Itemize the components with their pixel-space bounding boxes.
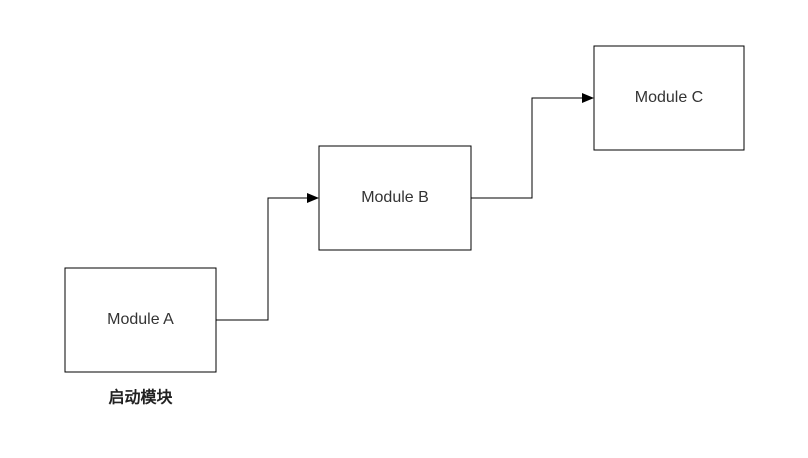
module-a-box [64, 267, 217, 373]
module-c-box [593, 45, 745, 151]
module-c-label: Module C [635, 89, 703, 106]
connector-b-to-c [471, 93, 594, 199]
module-a-label: Module A [107, 311, 174, 328]
startup-module-caption: 启动模块 [108, 388, 173, 407]
module-c-node[interactable]: Module C [593, 45, 745, 151]
module-b-box [318, 145, 472, 251]
module-b-label: Module B [361, 189, 429, 206]
module-b-node[interactable]: Module B [318, 145, 472, 251]
module-a-node[interactable]: Module A [64, 267, 217, 373]
connector-a-to-b [216, 193, 319, 321]
